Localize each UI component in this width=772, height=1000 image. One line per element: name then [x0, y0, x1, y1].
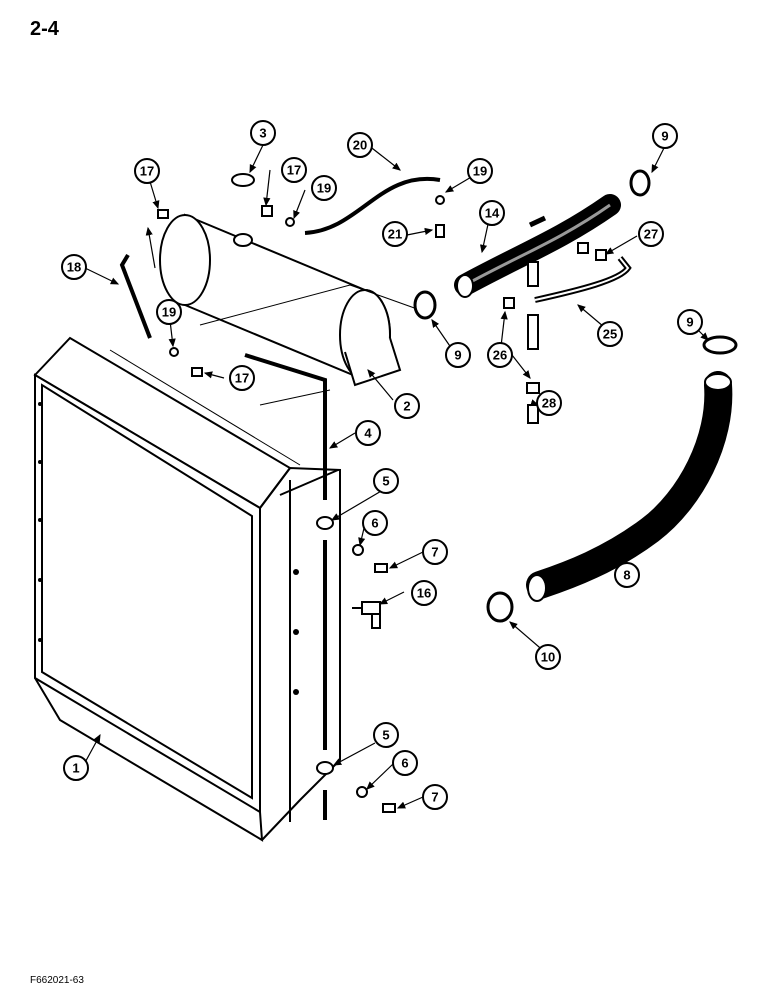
- bypass-hose: [534, 256, 632, 303]
- callout-text-19c: 19: [162, 305, 176, 320]
- callout-labels: [61, 120, 703, 810]
- callout-text-1: 1: [72, 761, 79, 776]
- page-number: 2-4: [30, 18, 59, 40]
- callout-text-19b: 19: [473, 164, 487, 179]
- callout-text-19a: 19: [317, 181, 331, 196]
- figure-code: F662021-63: [30, 975, 84, 986]
- callout-27: [638, 221, 664, 247]
- callout-26: [487, 342, 513, 368]
- callout-10: [535, 644, 561, 670]
- callout-3: [250, 120, 276, 146]
- expansion-tank: [159, 213, 402, 387]
- callout-19a: [311, 175, 337, 201]
- tube-clamp: [316, 516, 334, 775]
- callout-5b: [373, 722, 399, 748]
- callout-text-6a: 6: [371, 516, 378, 531]
- callout-7a: [422, 539, 448, 565]
- callout-text-10: 10: [541, 650, 555, 665]
- callout-text-9a: 9: [661, 129, 668, 144]
- tank-bracket: [199, 284, 421, 406]
- overflow-tube: [244, 353, 327, 820]
- callout-text-18: 18: [67, 260, 81, 275]
- callout-text-9b: 9: [454, 348, 461, 363]
- lower-radiator-hose: [526, 371, 733, 599]
- callout-17a: [134, 158, 160, 184]
- radiator: [33, 336, 341, 842]
- callout-text-8: 8: [623, 568, 630, 583]
- vent-hose: [304, 176, 441, 235]
- bolt: [374, 563, 396, 813]
- callout-7b: [422, 784, 448, 810]
- washer: [352, 544, 368, 798]
- callout-text-4: 4: [364, 426, 372, 441]
- callout-text-5b: 5: [382, 728, 389, 743]
- drain-valve: [352, 601, 381, 629]
- short-hose: [527, 261, 539, 350]
- callout-25: [597, 321, 623, 347]
- callout-16: [411, 580, 437, 606]
- callout-6a: [362, 510, 388, 536]
- callout-text-17b: 17: [287, 163, 301, 178]
- callout-text-17c: 17: [235, 371, 249, 386]
- callout-text-25: 25: [603, 327, 617, 342]
- callout-6b: [392, 750, 418, 776]
- callout-text-17a: 17: [140, 164, 154, 179]
- callout-9b: [445, 342, 471, 368]
- fitting-27: [577, 242, 607, 261]
- callout-19c: [156, 299, 182, 325]
- callout-text-20: 20: [353, 138, 367, 153]
- vent-hose-left: [119, 253, 152, 339]
- callout-9a: [652, 123, 678, 149]
- callout-17b: [281, 157, 307, 183]
- callout-14: [479, 200, 505, 226]
- callout-19b: [467, 158, 493, 184]
- callout-2: [394, 393, 420, 419]
- callout-text-6b: 6: [401, 756, 408, 771]
- callout-text-5a: 5: [382, 474, 389, 489]
- callout-text-26: 26: [493, 348, 507, 363]
- radiator-bolts: [38, 402, 299, 695]
- callout-1: [63, 755, 89, 781]
- callout-text-7a: 7: [431, 545, 438, 560]
- callout-text-2: 2: [403, 399, 410, 414]
- callout-20: [347, 132, 373, 158]
- callout-21: [382, 221, 408, 247]
- callout-9c: [677, 309, 703, 335]
- hose-clamp: [413, 169, 738, 623]
- callout-28: [536, 390, 562, 416]
- fitting: [157, 195, 445, 377]
- callout-text-9c: 9: [686, 315, 693, 330]
- callout-18: [61, 254, 87, 280]
- callout-4: [355, 420, 381, 446]
- callout-text-21: 21: [388, 227, 402, 242]
- radiator-cap: [231, 173, 255, 247]
- callout-text-3: 3: [259, 126, 266, 141]
- callout-text-16: 16: [417, 586, 431, 601]
- callout-text-27: 27: [644, 227, 658, 242]
- callout-8: [614, 562, 640, 588]
- callout-text-14: 14: [485, 206, 500, 221]
- callout-17c: [229, 365, 255, 391]
- callout-text-28: 28: [542, 396, 556, 411]
- callout-5a: [373, 468, 399, 494]
- callout-text-7b: 7: [431, 790, 438, 805]
